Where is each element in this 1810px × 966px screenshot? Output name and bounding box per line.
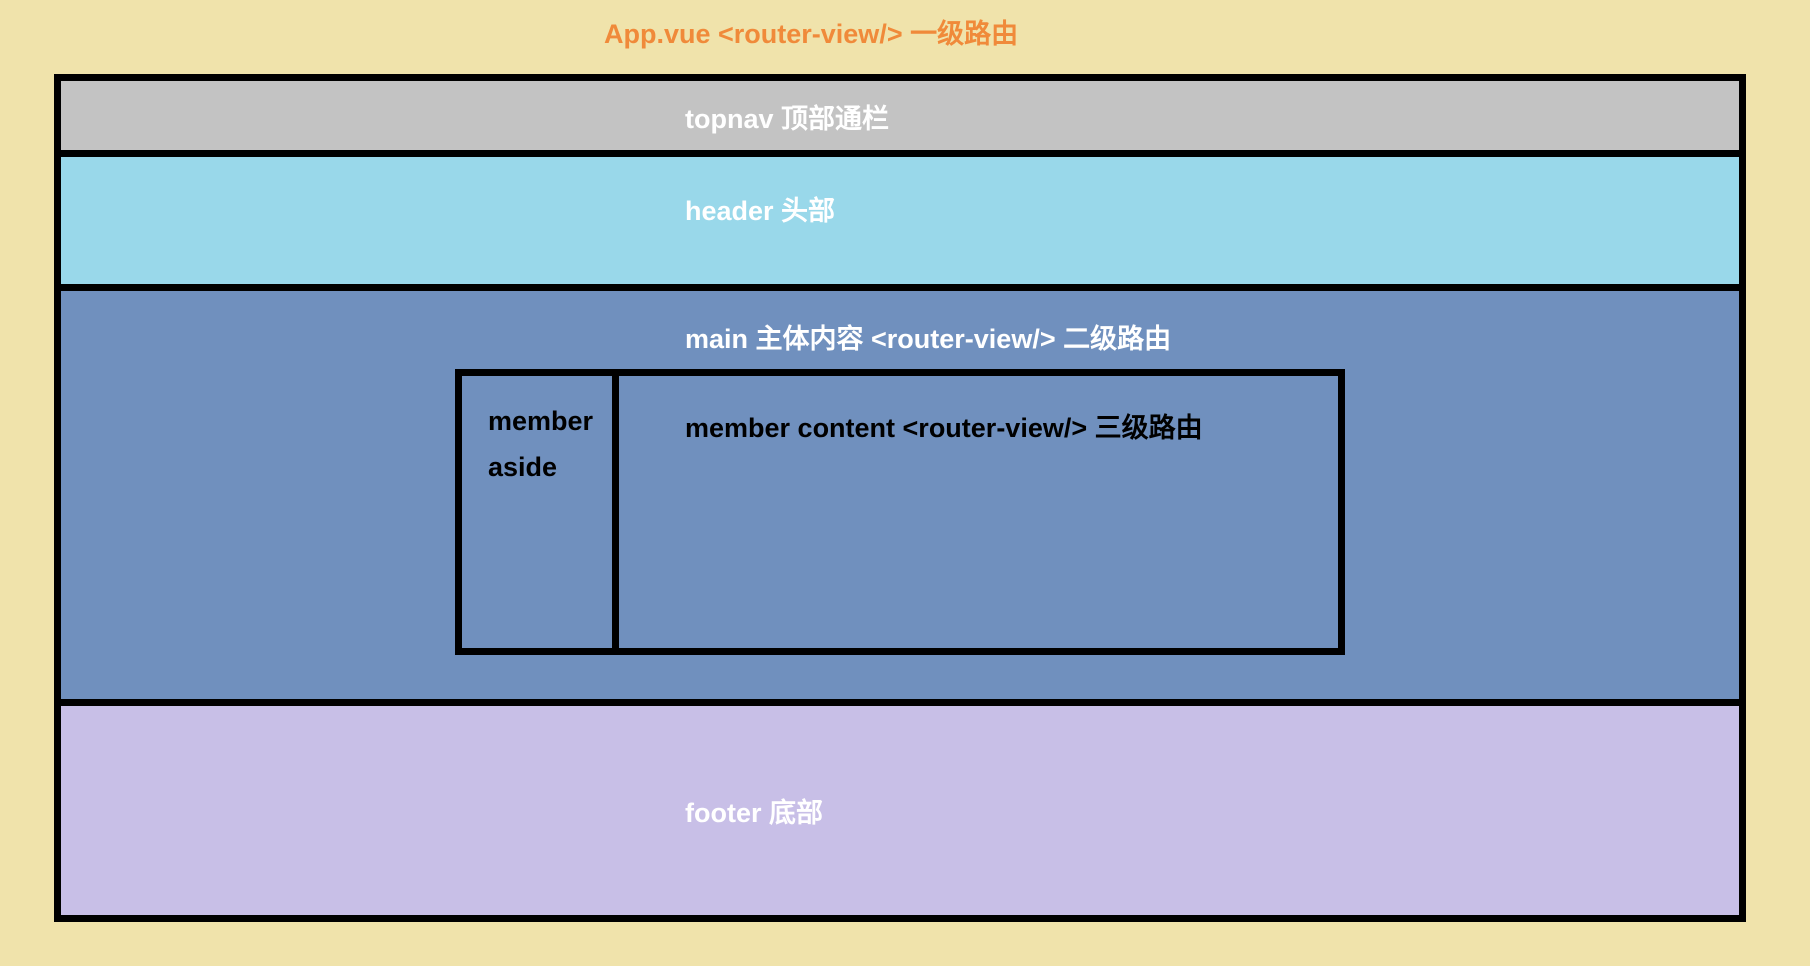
member-container: member aside member content <router-view… [455,369,1345,655]
member-content-label: member content <router-view/> 三级路由 [685,413,1203,443]
member-content-region: member content <router-view/> 三级路由 [619,376,1338,648]
footer-region: footer 底部 [61,706,1739,915]
main-region: main 主体内容 <router-view/> 二级路由 member asi… [61,291,1739,699]
member-aside-label: member aside [488,398,593,490]
header-region: header 头部 [61,157,1739,284]
member-aside-line1: member [488,406,594,436]
member-aside-region: member aside [462,376,612,648]
header-label: header 头部 [685,196,836,226]
topnav-region: topnav 顶部通栏 [61,81,1739,150]
footer-label: footer 底部 [685,798,823,828]
topnav-label: topnav 顶部通栏 [685,104,890,134]
diagram-title: App.vue <router-view/> 一级路由 [604,19,1019,49]
main-label: main 主体内容 <router-view/> 二级路由 [685,324,1172,354]
app-frame: topnav 顶部通栏 header 头部 main 主体内容 <router-… [54,74,1746,922]
member-aside-line2: aside [488,452,558,482]
